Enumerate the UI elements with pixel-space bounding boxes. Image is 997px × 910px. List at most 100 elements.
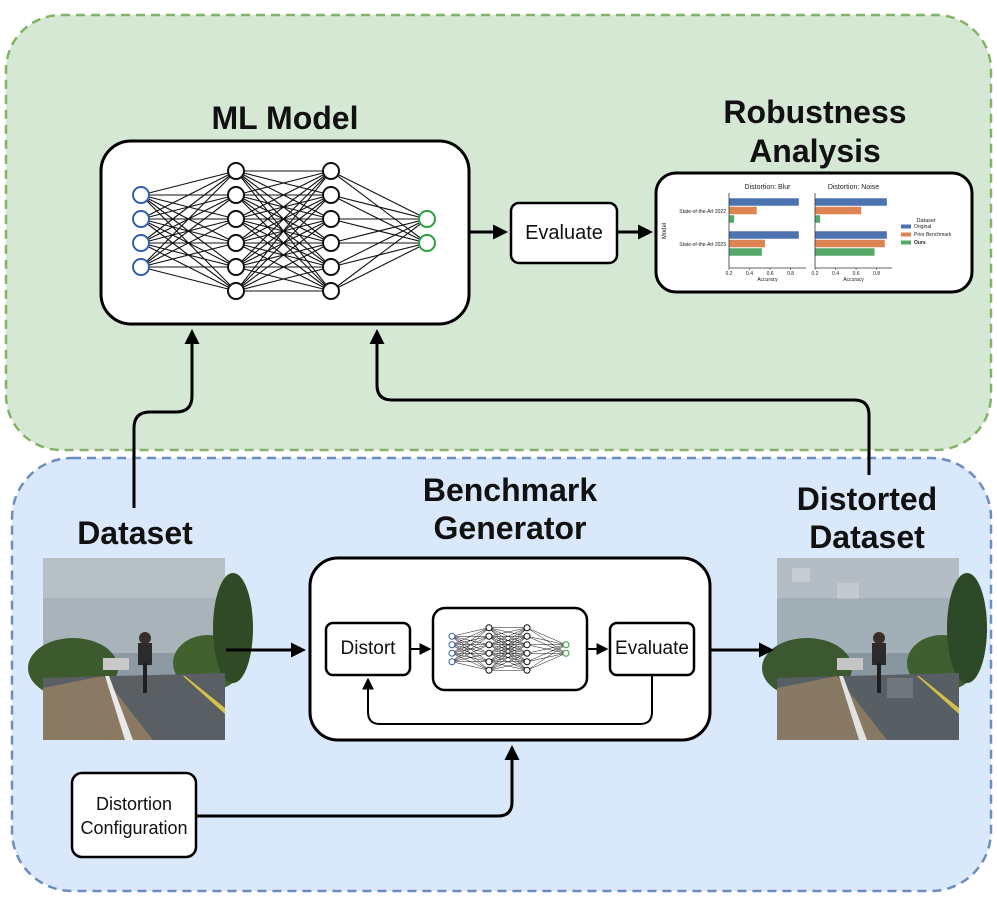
network-edge <box>330 218 428 268</box>
network-edge <box>488 627 528 637</box>
network-edge <box>488 653 528 671</box>
chart-bar <box>815 248 875 256</box>
network-edge <box>488 627 528 662</box>
chart-tick-label: 0.6 <box>767 271 774 277</box>
chart-tick-label: 0.4 <box>832 271 839 277</box>
network-edge <box>140 194 237 268</box>
chart-legend-swatch <box>901 224 911 229</box>
network-node <box>418 234 436 252</box>
network-node <box>227 210 245 228</box>
network-edge <box>330 218 428 292</box>
network-node <box>227 186 245 204</box>
chart-legend-title: Dataset <box>917 218 936 224</box>
chart-panel-title: Distortion: Blur <box>745 184 792 191</box>
config-label-line2: Configuration <box>80 818 188 838</box>
network-edge <box>330 242 428 292</box>
arrow-feedback-loop <box>362 675 653 725</box>
chart-tick-label: 0.8 <box>873 271 880 277</box>
network-edge <box>235 170 332 196</box>
small-neural-network-icon <box>448 624 570 674</box>
network-edge <box>140 170 237 268</box>
evaluate-label-top: Evaluate <box>525 222 603 244</box>
dataset-image <box>28 558 253 740</box>
network-edge <box>451 627 490 662</box>
network-edge <box>451 627 490 654</box>
network-edge <box>235 266 332 292</box>
chart-bar <box>729 198 799 206</box>
arrow-config-to-generator <box>196 745 520 818</box>
network-edge <box>140 242 237 268</box>
network-edge <box>526 644 567 671</box>
network-node <box>227 282 245 300</box>
chart-tick-label: 0.2 <box>812 271 819 277</box>
network-node <box>322 210 340 228</box>
benchmark-title-line2: Generator <box>433 510 587 546</box>
network-node <box>132 186 150 204</box>
network-edge <box>526 644 567 654</box>
network-node <box>485 641 493 649</box>
chart-bar <box>729 239 765 248</box>
network-node <box>227 162 245 180</box>
network-edge <box>526 627 567 645</box>
network-edge <box>488 627 528 671</box>
network-edge <box>488 644 528 671</box>
network-edge <box>235 170 332 292</box>
network-node <box>485 658 493 666</box>
chart-bar <box>729 248 762 256</box>
chart-bar <box>815 231 887 239</box>
network-edge <box>235 170 332 244</box>
config-label-line1: Distortion <box>95 794 173 814</box>
distorted-title-line1: Distorted <box>796 481 938 517</box>
network-edge <box>140 170 237 220</box>
chart-legend-label: Ours <box>914 240 926 246</box>
network-edge <box>235 170 332 220</box>
network-node <box>227 258 245 276</box>
network-edge <box>488 627 528 654</box>
network-node <box>227 234 245 252</box>
chart-tick-label: 0.6 <box>853 271 860 277</box>
chart-category-label: State-of-the-Art 2022 <box>679 209 726 215</box>
network-edge <box>140 266 237 292</box>
chart-xlabel: Accuracy <box>757 277 778 283</box>
network-node <box>418 210 436 228</box>
network-node <box>448 641 456 649</box>
network-edge <box>140 218 237 268</box>
network-node <box>485 666 493 674</box>
chart-ylabel: Model <box>662 223 668 239</box>
network-node <box>448 658 456 666</box>
network-edge <box>451 644 490 662</box>
network-node <box>523 624 531 632</box>
dataset-title: Dataset <box>77 515 193 551</box>
network-edge <box>451 636 490 662</box>
network-node <box>523 649 531 657</box>
connector-arrows <box>132 224 871 818</box>
chart-bar <box>729 215 735 223</box>
network-node <box>562 649 570 657</box>
network-edge <box>235 242 332 292</box>
network-edge <box>526 636 567 645</box>
distorted-dataset-image <box>762 558 987 740</box>
network-node <box>485 632 493 640</box>
network-edge <box>488 636 528 671</box>
network-edge <box>526 644 567 662</box>
network-node <box>448 632 456 640</box>
chart-bar <box>729 206 757 215</box>
network-node <box>132 210 150 228</box>
neural-network-icon <box>132 162 436 300</box>
network-edge <box>330 218 428 244</box>
chart-bar <box>729 231 799 239</box>
network-node <box>523 632 531 640</box>
chart-bar <box>815 239 885 248</box>
ml-model-title: ML Model <box>211 100 359 136</box>
network-edge <box>140 170 237 244</box>
network-node <box>322 186 340 204</box>
chart-tick-label: 0.8 <box>787 271 794 277</box>
network-edge <box>330 170 428 220</box>
network-node <box>562 641 570 649</box>
chart-legend-swatch <box>901 240 911 245</box>
network-node <box>485 649 493 657</box>
robustness-title-line1: Robustness <box>723 94 907 130</box>
network-node <box>322 282 340 300</box>
benchmark-title-line1: Benchmark <box>422 472 598 508</box>
